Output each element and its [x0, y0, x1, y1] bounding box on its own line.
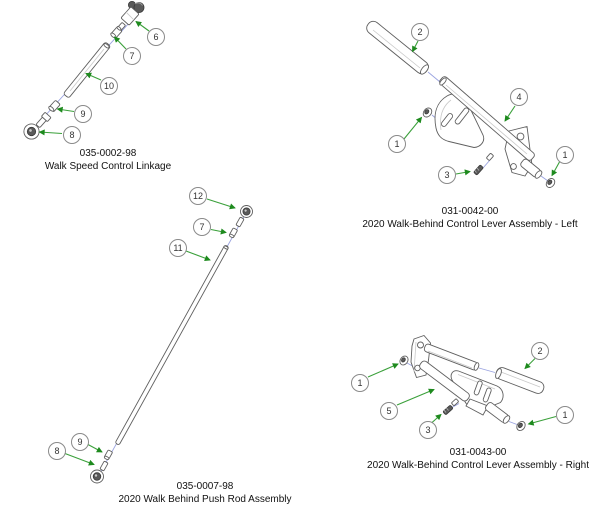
caption-push-rod-assembly: 035-0007-98 2020 Walk Behind Push Rod As…: [105, 481, 305, 506]
diagram-walk-speed-control-linkage: [23, 1, 150, 140]
lever-weldment-part-4: [434, 76, 543, 179]
leader-arrow-9b: [87, 444, 103, 453]
leader-arrow-9: [56, 106, 75, 113]
washer-part-1-right: [545, 178, 556, 188]
centerline: [478, 367, 496, 373]
leader-arrow-12: [206, 198, 236, 210]
callout-8: 8: [63, 126, 81, 144]
control-rod-part-10: [63, 42, 111, 98]
leader-arrow-2: [412, 40, 419, 53]
grip-tube-part-2b: [495, 367, 545, 394]
callout-9b: 9: [71, 433, 89, 451]
leader-arrow-11: [185, 250, 211, 262]
leader-arrow-7b: [210, 228, 227, 235]
callout-1-bottom: 1: [556, 406, 574, 424]
washer-part-1-left: [422, 107, 433, 118]
callout-3: 3: [438, 166, 456, 184]
part-number-label: 035-0007-98: [176, 481, 234, 492]
push-rod-part-11: [115, 245, 229, 445]
callout-6: 6: [147, 28, 165, 46]
callout-3b: 3: [419, 421, 437, 439]
set-screw-part-3b: [443, 405, 453, 415]
leader-arrow-3: [455, 169, 471, 176]
diagram-control-lever-left: [366, 20, 561, 188]
trunnion-clevis-part-6: [116, 1, 145, 31]
leader-arrow-1-top: [367, 363, 399, 378]
centerline: [451, 403, 460, 408]
rod-end-ball-joint-part-8: [23, 112, 52, 140]
leader-arrow-1-left: [403, 116, 423, 140]
leader-arrow-8: [38, 129, 63, 136]
leader-arrow-1-bottom: [527, 415, 557, 426]
part-number-label: 031-0043-00: [449, 447, 507, 458]
callout-4: 4: [510, 88, 528, 106]
callout-1-right: 1: [556, 146, 574, 164]
callout-1-top: 1: [351, 374, 369, 392]
grip-tube-part-2: [366, 20, 430, 75]
leader-arrow-8b: [64, 452, 95, 466]
callout-11: 11: [169, 239, 187, 257]
part-title-label: 2020 Walk-Behind Control Lever Assembly …: [367, 459, 589, 471]
lever-weldment-part-5: [410, 334, 511, 424]
set-screw-part-3: [473, 165, 484, 175]
caption-walk-speed-control-linkage: 035-0002-98 Walk Speed Control Linkage: [8, 148, 208, 173]
part-number-label: 031-0042-00: [441, 206, 499, 217]
caption-control-lever-left: 031-0042-00 2020 Walk-Behind Control Lev…: [350, 206, 590, 231]
leader-arrow-4: [504, 105, 516, 122]
centerline: [540, 175, 549, 182]
callout-7b: 7: [193, 218, 211, 236]
diagram-push-rod-assembly: [64, 198, 253, 484]
part-title-label: Walk Speed Control Linkage: [44, 160, 172, 172]
callout-9: 9: [74, 105, 92, 123]
part-number-label: 035-0002-98: [79, 148, 137, 159]
part-title-label: 2020 Walk Behind Push Rod Assembly: [118, 493, 292, 505]
centerline: [508, 421, 518, 425]
jam-nut-part-7b: [228, 227, 238, 238]
washer-part-1-bottom: [516, 420, 526, 432]
callout-7: 7: [123, 47, 141, 65]
caption-control-lever-right: 031-0043-00 2020 Walk-Behind Control Lev…: [358, 447, 598, 472]
leader-arrow-10: [85, 72, 102, 81]
part-title-label: 2020 Walk-Behind Control Lever Assembly …: [362, 218, 578, 230]
callout-2: 2: [411, 23, 429, 41]
callout-12: 12: [189, 187, 207, 205]
centerline: [482, 159, 491, 169]
callout-1-left: 1: [388, 135, 406, 153]
washer-part-1-top: [399, 355, 409, 366]
leader-arrow-6: [135, 20, 150, 32]
leader-arrow-7: [113, 36, 127, 50]
rod-end-ball-joint-part-12: [235, 205, 253, 228]
leader-arrow-5: [396, 388, 435, 406]
callout-10: 10: [100, 77, 118, 95]
callout-2b: 2: [531, 342, 549, 360]
leader-arrow-1-right: [551, 160, 561, 177]
callout-8b: 8: [48, 442, 66, 460]
jam-nut-part-9b: [103, 449, 113, 460]
rod-end-ball-joint-part-8b: [90, 460, 109, 484]
diagram-control-lever-right: [367, 334, 557, 432]
leader-arrow-2b: [524, 358, 536, 370]
callout-5: 5: [380, 402, 398, 420]
